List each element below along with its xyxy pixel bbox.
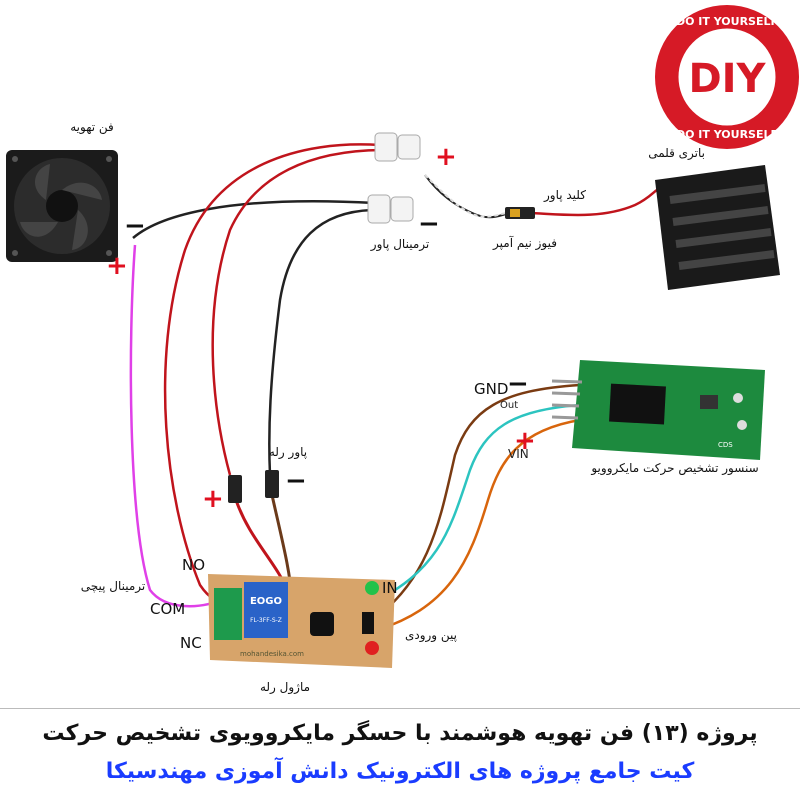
power-terminal-block [367,132,421,224]
badge-ring-text-top: DO IT YOURSELF [676,15,778,28]
cooling-fan [6,150,118,262]
fuse-label: فیوز نیم آمپر [492,235,557,251]
fan-positive-pink-wire [129,244,227,608]
relay-module-board: EOGO FL-3FF-S-Z mohandesika.com [208,574,395,668]
input-pin-label: پین ورودی [405,628,457,643]
relay-negative-black-wire [268,208,373,476]
battery-holder [655,165,780,290]
pin-gnd-label: GND [474,380,508,398]
pin-out-label: Out [500,400,518,411]
footer: پروژه (۱۳) فن تهویه هوشمند با حسگر مایکر… [0,708,800,801]
plus-sign-vin: + [514,426,536,456]
relay-brand-label: EOGO [250,596,282,607]
sensor-label: سنسور تشخیص حرکت مایکروویو [590,461,758,476]
minus-sign-gnd: − [507,369,529,399]
relay-plus-connector [228,475,242,503]
pin-com-label: COM [150,600,185,618]
diy-badge-logo: DIY DO IT YOURSELF DO IT YOURSELF [655,5,799,149]
plus-sign-relay: + [202,484,224,514]
relay-module-label: ماژول رله [260,680,310,695]
project-title: پروژه (۱۳) فن تهویه هوشمند با حسگر مایکر… [42,721,758,746]
microwave-sensor-board: CDS [551,360,765,460]
kit-subtitle: کیت جامع پروژه های الکترونیک دانش آموزی … [105,759,695,784]
pin-vin-label: VIN [508,447,529,461]
diagram-canvas: DIY DO IT YOURSELF DO IT YOURSELF CDS EO… [6,5,799,695]
sensor-cds-label: CDS [718,441,733,449]
power-key-label: کلید پاور [543,188,586,203]
pin-no-label: NO [182,556,205,574]
battery-wire-white [424,174,511,218]
com-red-wire [163,143,381,605]
plus-sign-terminal: + [435,142,457,172]
minus-sign-fan: − [124,211,146,241]
screw-terminal-label: ترمینال پیچی [81,579,146,594]
relay-minus-connector [265,470,279,498]
relay-power-label: پاور رله [269,445,307,460]
sensor-vin-orange-wire [369,418,581,634]
fan-negative-wire [132,200,376,239]
battery-red-wire [527,186,661,217]
badge-text: DIY [688,56,766,102]
pin-nc-label: NC [180,634,202,652]
badge-ring-text-bottom: DO IT YOURSELF [676,128,778,141]
relay-positive-red-wire [211,148,386,476]
relay-model-label: FL-3FF-S-Z [250,617,282,624]
sensor-gnd-brown-wire [369,383,581,624]
plus-sign-fan: + [106,251,128,281]
fan-label: فن تهویه [70,120,114,135]
pin-in-label: IN [382,579,398,597]
sensor-out-cyan-wire [369,403,581,606]
power-terminal-label: ترمینال پاور [370,237,429,252]
relay-web-label: mohandesika.com [240,650,304,658]
minus-sign-relay: − [285,466,307,496]
battery-label: باتری قلمی [648,146,705,161]
minus-sign-terminal: − [418,209,440,239]
fuse-body [510,209,520,217]
